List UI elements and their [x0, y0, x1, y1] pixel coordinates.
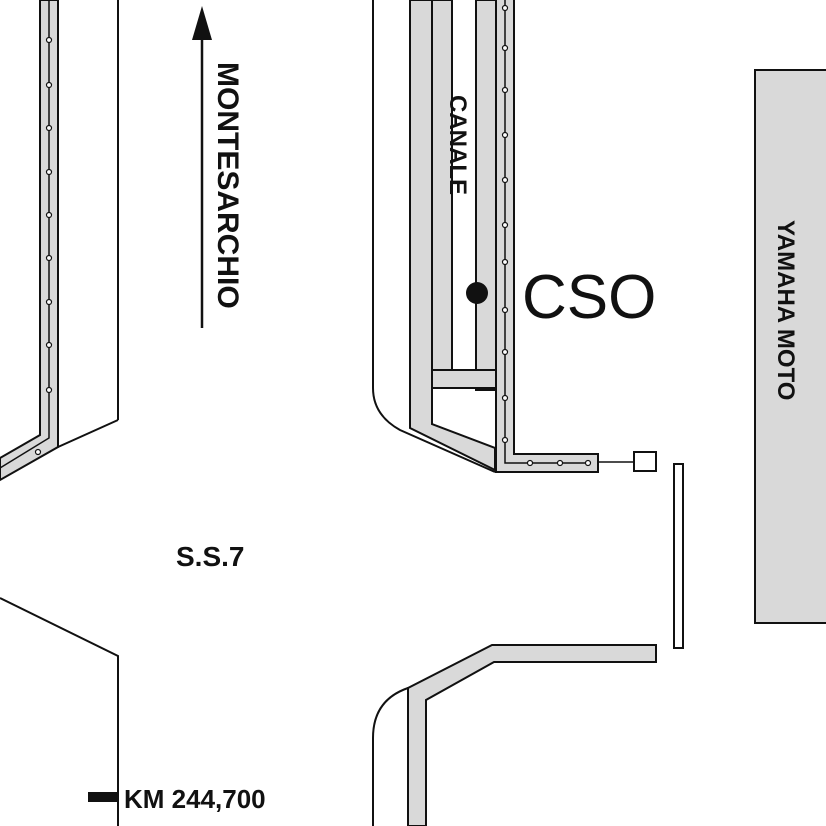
junction-box	[633, 451, 657, 472]
canal-structure	[372, 0, 657, 473]
building-yamaha-moto	[754, 69, 826, 624]
km-marker-label: KM 244,700	[124, 784, 266, 814]
right-lower-sidewalk	[372, 644, 657, 826]
arrow-up-icon	[192, 6, 212, 40]
canal-label: CANALE	[444, 95, 471, 195]
building-label: YAMAHA MOTO	[772, 220, 799, 400]
direction-arrow	[192, 6, 212, 328]
cso-label: CSO	[522, 263, 656, 332]
direction-label: MONTESARCHIO	[211, 62, 244, 309]
left-upper-sidewalk	[0, 0, 119, 482]
road-label: S.S.7	[176, 541, 244, 572]
left-lower-curb	[0, 597, 119, 826]
km-marker-bar	[88, 792, 118, 802]
gate-barrier	[673, 463, 684, 649]
cso-point-icon	[466, 282, 488, 304]
km-marker	[88, 792, 118, 802]
